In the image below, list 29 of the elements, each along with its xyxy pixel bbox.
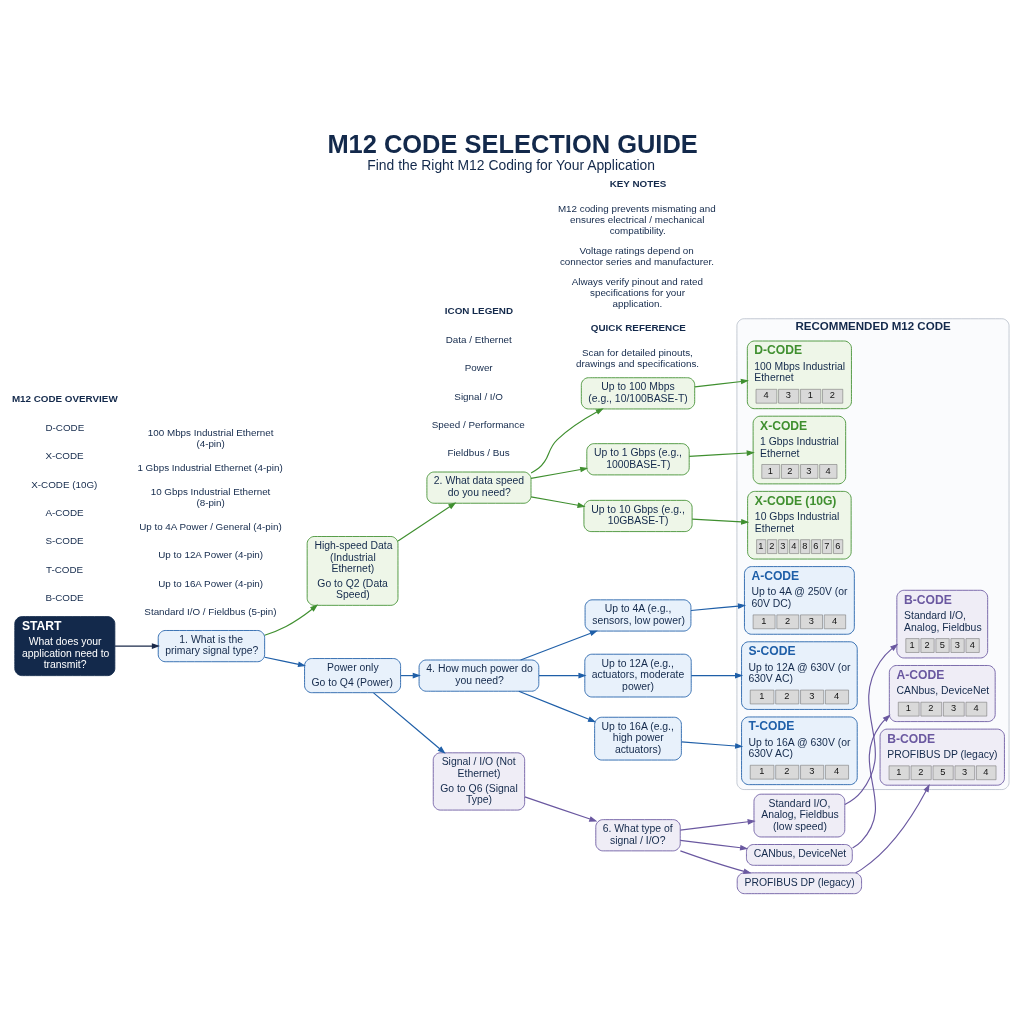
label: X-CODE xyxy=(44,449,84,461)
label: 1 Gbps Industrial Ethernet (4-pin) xyxy=(136,461,283,473)
label: Always verify pinout and rated specifications for your application. xyxy=(571,275,703,309)
label: A-CODE xyxy=(44,506,84,518)
label: B-CODE xyxy=(44,591,84,603)
label: ICON LEGEND xyxy=(444,304,513,316)
legend-label: Fieldbus / Bus xyxy=(446,446,510,458)
label: X-CODE (10G) xyxy=(30,478,97,490)
diagram-title: M12 CODE SELECTION GUIDE xyxy=(326,129,698,158)
label: Standard I/O / Fieldbus (5-pin) xyxy=(143,605,277,617)
label: T-CODE xyxy=(45,563,83,575)
label: 100 Mbps Industrial Ethernet (4-pin) xyxy=(147,426,273,449)
label: KEY NOTES xyxy=(609,178,666,189)
legend-label: Signal / I/O xyxy=(453,390,503,402)
label: S-CODE xyxy=(44,534,84,546)
label: Up to 16A Power (4-pin) xyxy=(157,577,263,589)
label: D-CODE xyxy=(44,421,84,433)
legend-label: Power xyxy=(464,361,493,373)
label: M12 coding prevents mismating and ensures electrical / mechanical compatibility. xyxy=(557,202,716,236)
legend-label: Speed / Performance xyxy=(431,418,525,430)
legend-label: Data / Ethernet xyxy=(445,333,512,345)
label: QUICK REFERENCE xyxy=(590,321,686,333)
label: M12 CODE OVERVIEW xyxy=(11,392,118,404)
label: Scan for detailed pinouts, drawings and specifications. xyxy=(575,346,699,369)
label: Up to 4A Power / General (4-pin) xyxy=(138,520,282,532)
label: Voltage ratings depend on connector series and manufacturer. xyxy=(559,244,714,267)
label: 10 Gbps Industrial Ethernet (8-pin) xyxy=(150,485,270,508)
label: Up to 12A Power (4-pin) xyxy=(157,548,263,560)
label: Find the Right M12 Coding for Your Application xyxy=(366,156,655,173)
